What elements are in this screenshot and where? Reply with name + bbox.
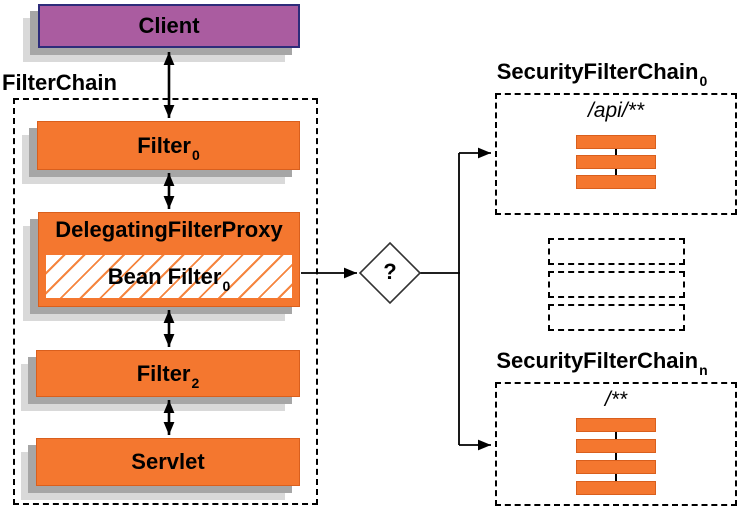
delegating-filter-proxy-label: DelegatingFilterProxy: [55, 217, 283, 242]
security-filter-chain-placeholders: [548, 238, 685, 331]
security-filter-chain-n-title-text: SecurityFilterChain: [496, 348, 699, 373]
security-filter-chain-0-title: SecurityFilterChain0: [477, 59, 727, 89]
security-filter-chain-0-title-subscript: 0: [699, 73, 708, 89]
filter0-box: Filter0: [37, 121, 300, 170]
delegating-filter-proxy-box: DelegatingFilterProxy Bean Filter0: [38, 212, 300, 307]
filter-bar: [576, 175, 656, 189]
bean-filter-box: Bean Filter0: [44, 253, 294, 300]
decision-question-label: ?: [383, 259, 397, 284]
security-filter-chain-n-container: /**: [495, 382, 737, 506]
bean-filter-label-text: Bean Filter: [107, 263, 222, 289]
placeholder-chain-box: [548, 271, 685, 298]
filter-bar: [576, 460, 656, 474]
filter2-label-subscript: 2: [191, 374, 200, 391]
client-label: Client: [138, 13, 200, 38]
decision-connectors: [301, 147, 491, 451]
filter0-label-subscript: 0: [192, 146, 200, 163]
client-box: Client: [38, 4, 300, 48]
security-filter-chain-n-title-subscript: n: [699, 362, 708, 378]
filter0-label-text: Filter: [137, 132, 191, 158]
servlet-box: Servlet: [36, 438, 300, 486]
filter-bar: [576, 481, 656, 495]
security-filter-chain-0-title-text: SecurityFilterChain: [496, 59, 699, 84]
filter-bar: [576, 135, 656, 149]
filterchain-title: FilterChain: [2, 70, 117, 95]
security-filter-chain-0-pattern: /api/**: [587, 99, 645, 122]
security-filter-chain-n-filters: [576, 418, 656, 495]
bean-filter-label-subscript: 0: [222, 277, 231, 294]
servlet-label: Servlet: [131, 449, 205, 474]
filter-bar: [576, 155, 656, 169]
security-filter-chain-n-title: SecurityFilterChainn: [477, 348, 727, 378]
filter2-label: Filter2: [136, 360, 200, 391]
security-filter-chain-0-filters: [576, 135, 656, 189]
filter0-label: Filter0: [137, 132, 200, 163]
filter2-box: Filter2: [36, 350, 300, 397]
filter-bar: [576, 418, 656, 432]
security-filter-chain-0-container: /api/**: [495, 93, 737, 215]
security-filter-chain-n-pattern: /**: [604, 388, 628, 411]
placeholder-chain-box: [548, 238, 685, 265]
bean-filter-label: Bean Filter0: [107, 263, 231, 294]
placeholder-chain-box: [548, 304, 685, 331]
filter-bar: [576, 439, 656, 453]
filter2-label-text: Filter: [136, 360, 191, 386]
